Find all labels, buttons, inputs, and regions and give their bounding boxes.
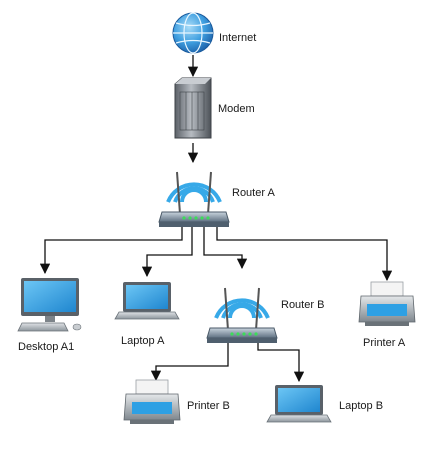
node-router-b: Router B — [205, 286, 324, 345]
edge-router-b-laptop-b — [257, 340, 305, 383]
edge-router-a-router-b — [203, 224, 248, 270]
laptop-icon — [114, 281, 180, 320]
router-a-label: Router A — [232, 187, 275, 199]
laptop-icon — [266, 384, 332, 423]
laptop-a-label: Laptop A — [121, 335, 165, 347]
printer-a-label: Printer A — [363, 337, 406, 349]
node-printer-b: Printer B — [123, 379, 230, 425]
wireless-router-icon — [205, 286, 279, 345]
server-tower-icon — [174, 77, 212, 139]
laptop-b-label: Laptop B — [339, 400, 383, 412]
node-laptop-a: Laptop A — [114, 281, 180, 347]
desktop-computer-icon — [17, 278, 82, 332]
globe-icon — [172, 12, 214, 54]
edge-router-a-printer-a — [216, 224, 393, 282]
edge-router-a-desktop-a1 — [39, 224, 183, 275]
edge-router-a-laptop-a — [141, 224, 193, 278]
node-router-a: Router A — [157, 170, 275, 229]
edge-router-b-printer-b — [150, 340, 229, 382]
connectors — [39, 55, 393, 383]
printer-icon — [123, 379, 181, 425]
desktop-a1-label: Desktop A1 — [18, 341, 74, 353]
internet-label: Internet — [219, 32, 256, 44]
node-printer-a: Printer A — [358, 281, 416, 349]
node-laptop-b: Laptop B — [266, 384, 383, 423]
node-internet: Internet — [172, 12, 256, 54]
printer-icon — [358, 281, 416, 327]
printer-b-label: Printer B — [187, 400, 230, 412]
node-modem: Modem — [174, 77, 255, 139]
node-desktop-a1: Desktop A1 — [17, 278, 82, 353]
router-b-label: Router B — [281, 299, 324, 311]
modem-label: Modem — [218, 103, 255, 115]
wireless-router-icon — [157, 170, 231, 229]
